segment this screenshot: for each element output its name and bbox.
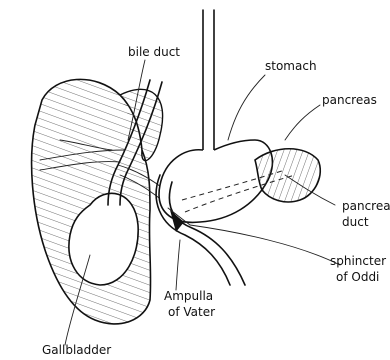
label-pancreas: pancreas: [322, 93, 377, 107]
label-bile-duct: bile duct: [128, 45, 180, 59]
label-pancreas-duct-2: duct: [342, 215, 369, 229]
label-sphincter-1: sphincter: [330, 254, 386, 268]
label-gallbladder: Gallbladder: [42, 343, 111, 357]
label-ampulla-2: of Vater: [168, 305, 215, 319]
label-pancreas-duct-1: pancreas: [342, 199, 390, 213]
stomach: [159, 140, 272, 222]
label-sphincter-2: of Oddi: [336, 270, 379, 284]
esophagus: [203, 10, 214, 150]
pancreas: [255, 149, 320, 202]
label-ampulla-1: Ampulla: [164, 289, 213, 303]
label-stomach: stomach: [265, 59, 317, 73]
